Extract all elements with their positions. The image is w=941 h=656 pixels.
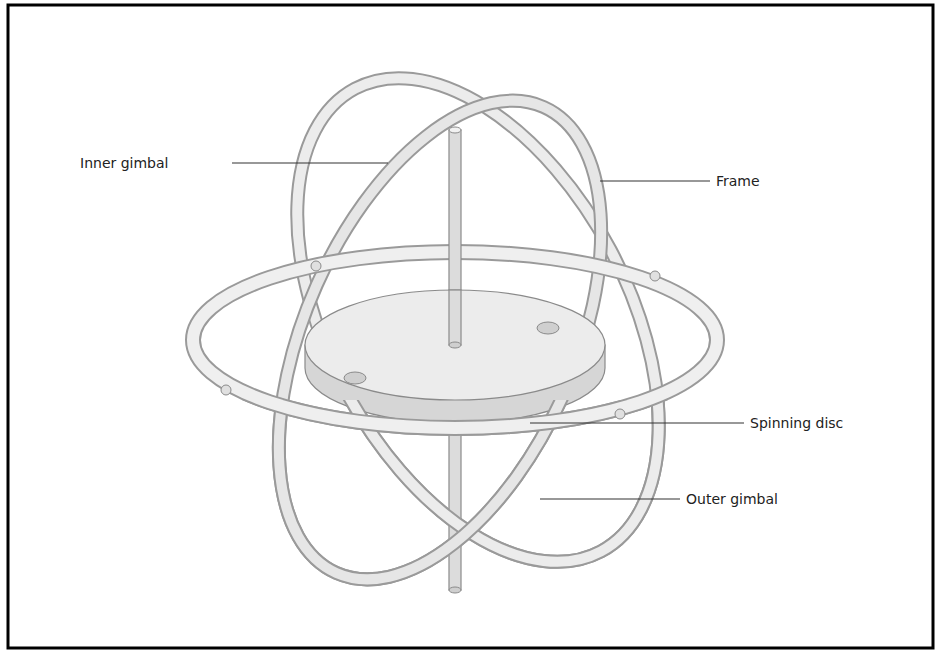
part-label: Spinning disc bbox=[748, 415, 845, 432]
inner-gimbal-ring bbox=[213, 52, 667, 628]
front-ring-parts bbox=[193, 400, 733, 628]
pivot-pins bbox=[221, 261, 660, 419]
part-label: Frame bbox=[714, 173, 762, 190]
part-label: Inner gimbal bbox=[78, 155, 170, 172]
picture-border bbox=[8, 5, 933, 648]
gimbal-rings bbox=[193, 18, 733, 628]
part-label: Outer gimbal bbox=[684, 491, 780, 508]
leader-lines bbox=[232, 163, 744, 499]
